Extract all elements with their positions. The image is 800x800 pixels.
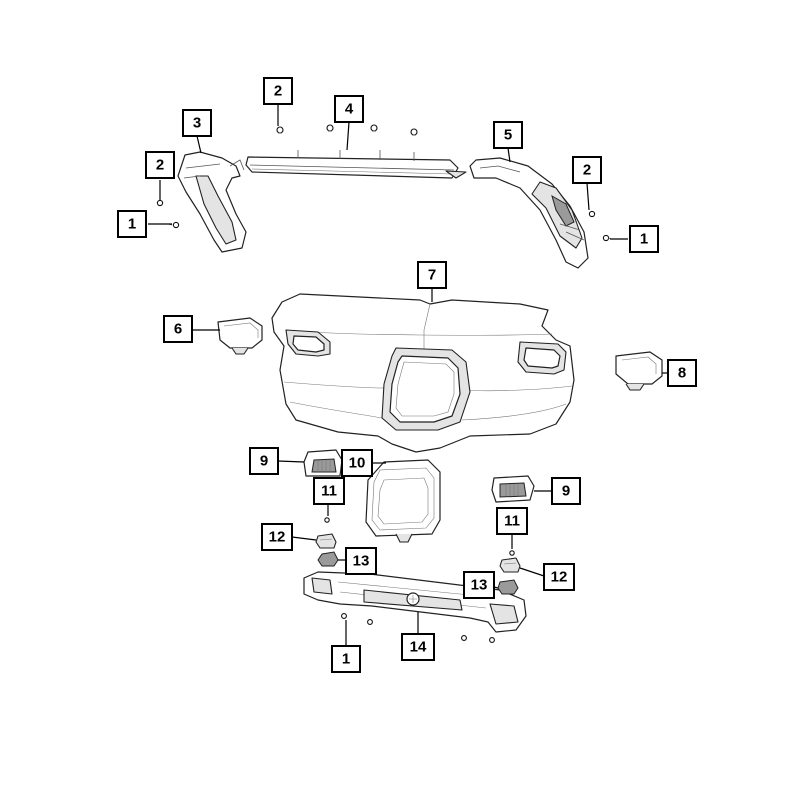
- svg-text:3: 3: [193, 115, 201, 132]
- callout-9-right: 9: [551, 477, 581, 505]
- callout-3: 3: [182, 109, 212, 137]
- leader-lines: [148, 104, 672, 645]
- svg-text:4: 4: [345, 101, 354, 118]
- callout-5: 5: [493, 121, 523, 149]
- part-retainer-left: [317, 551, 339, 567]
- callout-13-left: 13: [345, 547, 377, 575]
- svg-text:12: 12: [269, 529, 286, 546]
- svg-text:13: 13: [353, 553, 370, 570]
- callout-11-left: 11: [313, 477, 345, 505]
- callout-12-right: 12: [543, 563, 575, 591]
- svg-text:12: 12: [551, 569, 568, 586]
- svg-text:10: 10: [349, 455, 366, 472]
- part-left-lamp-cover: [217, 317, 263, 355]
- part-clip-right: [499, 557, 521, 573]
- part-clip-left: [315, 533, 337, 549]
- callout-2-right: 2: [572, 156, 602, 184]
- svg-text:8: 8: [678, 365, 686, 382]
- part-left-grab-handle: [303, 449, 343, 477]
- callout-13-right: 13: [463, 571, 495, 599]
- part-right-pillar-trim: [469, 157, 589, 269]
- svg-text:1: 1: [128, 216, 136, 233]
- part-left-pillar-trim: [177, 151, 247, 253]
- callout-6: 6: [163, 315, 193, 343]
- callout-1-bottom: 1: [331, 645, 361, 673]
- part-right-lamp-cover: [615, 351, 663, 391]
- svg-text:7: 7: [428, 267, 436, 284]
- svg-text:6: 6: [174, 321, 182, 338]
- svg-text:13: 13: [471, 577, 488, 594]
- svg-text:1: 1: [640, 231, 648, 248]
- callout-1-right: 1: [629, 225, 659, 253]
- part-retainer-right: [497, 579, 519, 595]
- svg-text:11: 11: [321, 483, 337, 500]
- svg-text:11: 11: [504, 513, 520, 530]
- svg-text:9: 9: [260, 453, 268, 470]
- callout-12-left: 12: [261, 523, 293, 551]
- callout-2-left: 2: [145, 151, 175, 179]
- callout-8: 8: [667, 359, 697, 387]
- part-header-trim-strip: [245, 150, 467, 179]
- svg-text:9: 9: [562, 483, 570, 500]
- svg-text:1: 1: [342, 651, 350, 668]
- svg-text:2: 2: [274, 83, 282, 100]
- callout-14: 14: [401, 633, 435, 661]
- callout-2-top: 2: [263, 77, 293, 105]
- part-pull-cup-cover: [365, 459, 441, 543]
- callout-9-left: 9: [249, 447, 279, 475]
- svg-text:14: 14: [410, 639, 427, 656]
- svg-text:5: 5: [504, 127, 512, 144]
- callout-11-right: 11: [496, 507, 528, 535]
- callout-4: 4: [334, 95, 364, 123]
- callout-10: 10: [341, 449, 373, 477]
- callout-7: 7: [417, 261, 447, 289]
- svg-text:2: 2: [583, 162, 591, 179]
- fasteners: [156, 124, 613, 643]
- svg-text:2: 2: [156, 157, 164, 174]
- part-right-grab-handle: [491, 475, 535, 503]
- callout-1-left: 1: [117, 210, 147, 238]
- part-liftgate-trim-panel: [271, 293, 575, 453]
